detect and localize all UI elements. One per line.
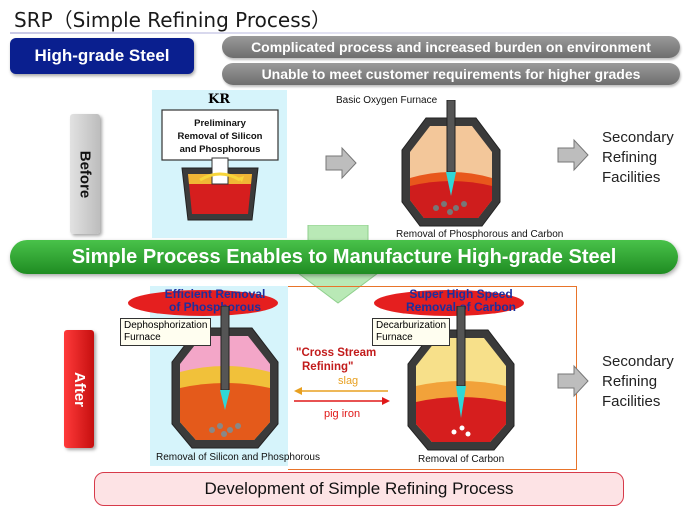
dephos-caption: Removal of Silicon and Phosphorous	[156, 452, 320, 463]
secondary-refining-after: Secondary Refining Facilities	[602, 353, 674, 410]
bof-furnace-diagram	[401, 100, 501, 227]
after-label: After	[64, 330, 94, 448]
page-title: SRP（Simple Refining Process）	[14, 8, 332, 32]
kr-box-text: Preliminary Removal of Silicon and Phosp…	[177, 118, 263, 155]
arrow-icon	[557, 138, 589, 172]
secondary-refining-before: Secondary Refining Facilities	[602, 129, 674, 186]
title-divider	[10, 32, 680, 34]
issue-pill-customer: Unable to meet customer requirements for…	[222, 63, 680, 85]
kr-ladle-diagram	[161, 109, 279, 221]
development-footer: Development of Simple Refining Process	[94, 472, 624, 506]
right-red-ellipse	[374, 290, 524, 316]
decarb-furnace-tag: Decarburization Furnace	[372, 318, 451, 346]
pig-iron-arrow-icon	[294, 397, 390, 405]
dephos-furnace-tag: Dephosphorization Furnace	[120, 318, 212, 346]
slag-arrow-icon	[294, 387, 388, 395]
before-label: Before	[70, 114, 100, 234]
decarb-caption: Removal of Carbon	[418, 454, 505, 465]
kr-label: KR	[208, 92, 231, 107]
high-grade-steel-box: High-grade Steel	[10, 38, 194, 74]
slag-label: slag	[338, 375, 359, 387]
left-red-ellipse	[128, 290, 278, 316]
bof-label: Basic Oxygen Furnace	[336, 95, 438, 106]
dephos-furnace-diagram	[171, 306, 279, 449]
arrow-icon	[557, 364, 589, 398]
arrow-icon	[325, 146, 357, 180]
bof-caption: Removal of Phosphorous and Carbon	[396, 229, 564, 240]
simple-process-banner: Simple Process Enables to Manufacture Hi…	[10, 240, 678, 274]
issue-pill-environment: Complicated process and increased burden…	[222, 36, 680, 58]
left-ellipse-text: Efficient Removal of Phosphorous	[164, 287, 266, 314]
cross-stream-label: "Cross Stream Refining"	[296, 347, 377, 373]
pig-iron-label: pig iron	[324, 408, 361, 420]
decarb-furnace-diagram	[407, 306, 515, 451]
